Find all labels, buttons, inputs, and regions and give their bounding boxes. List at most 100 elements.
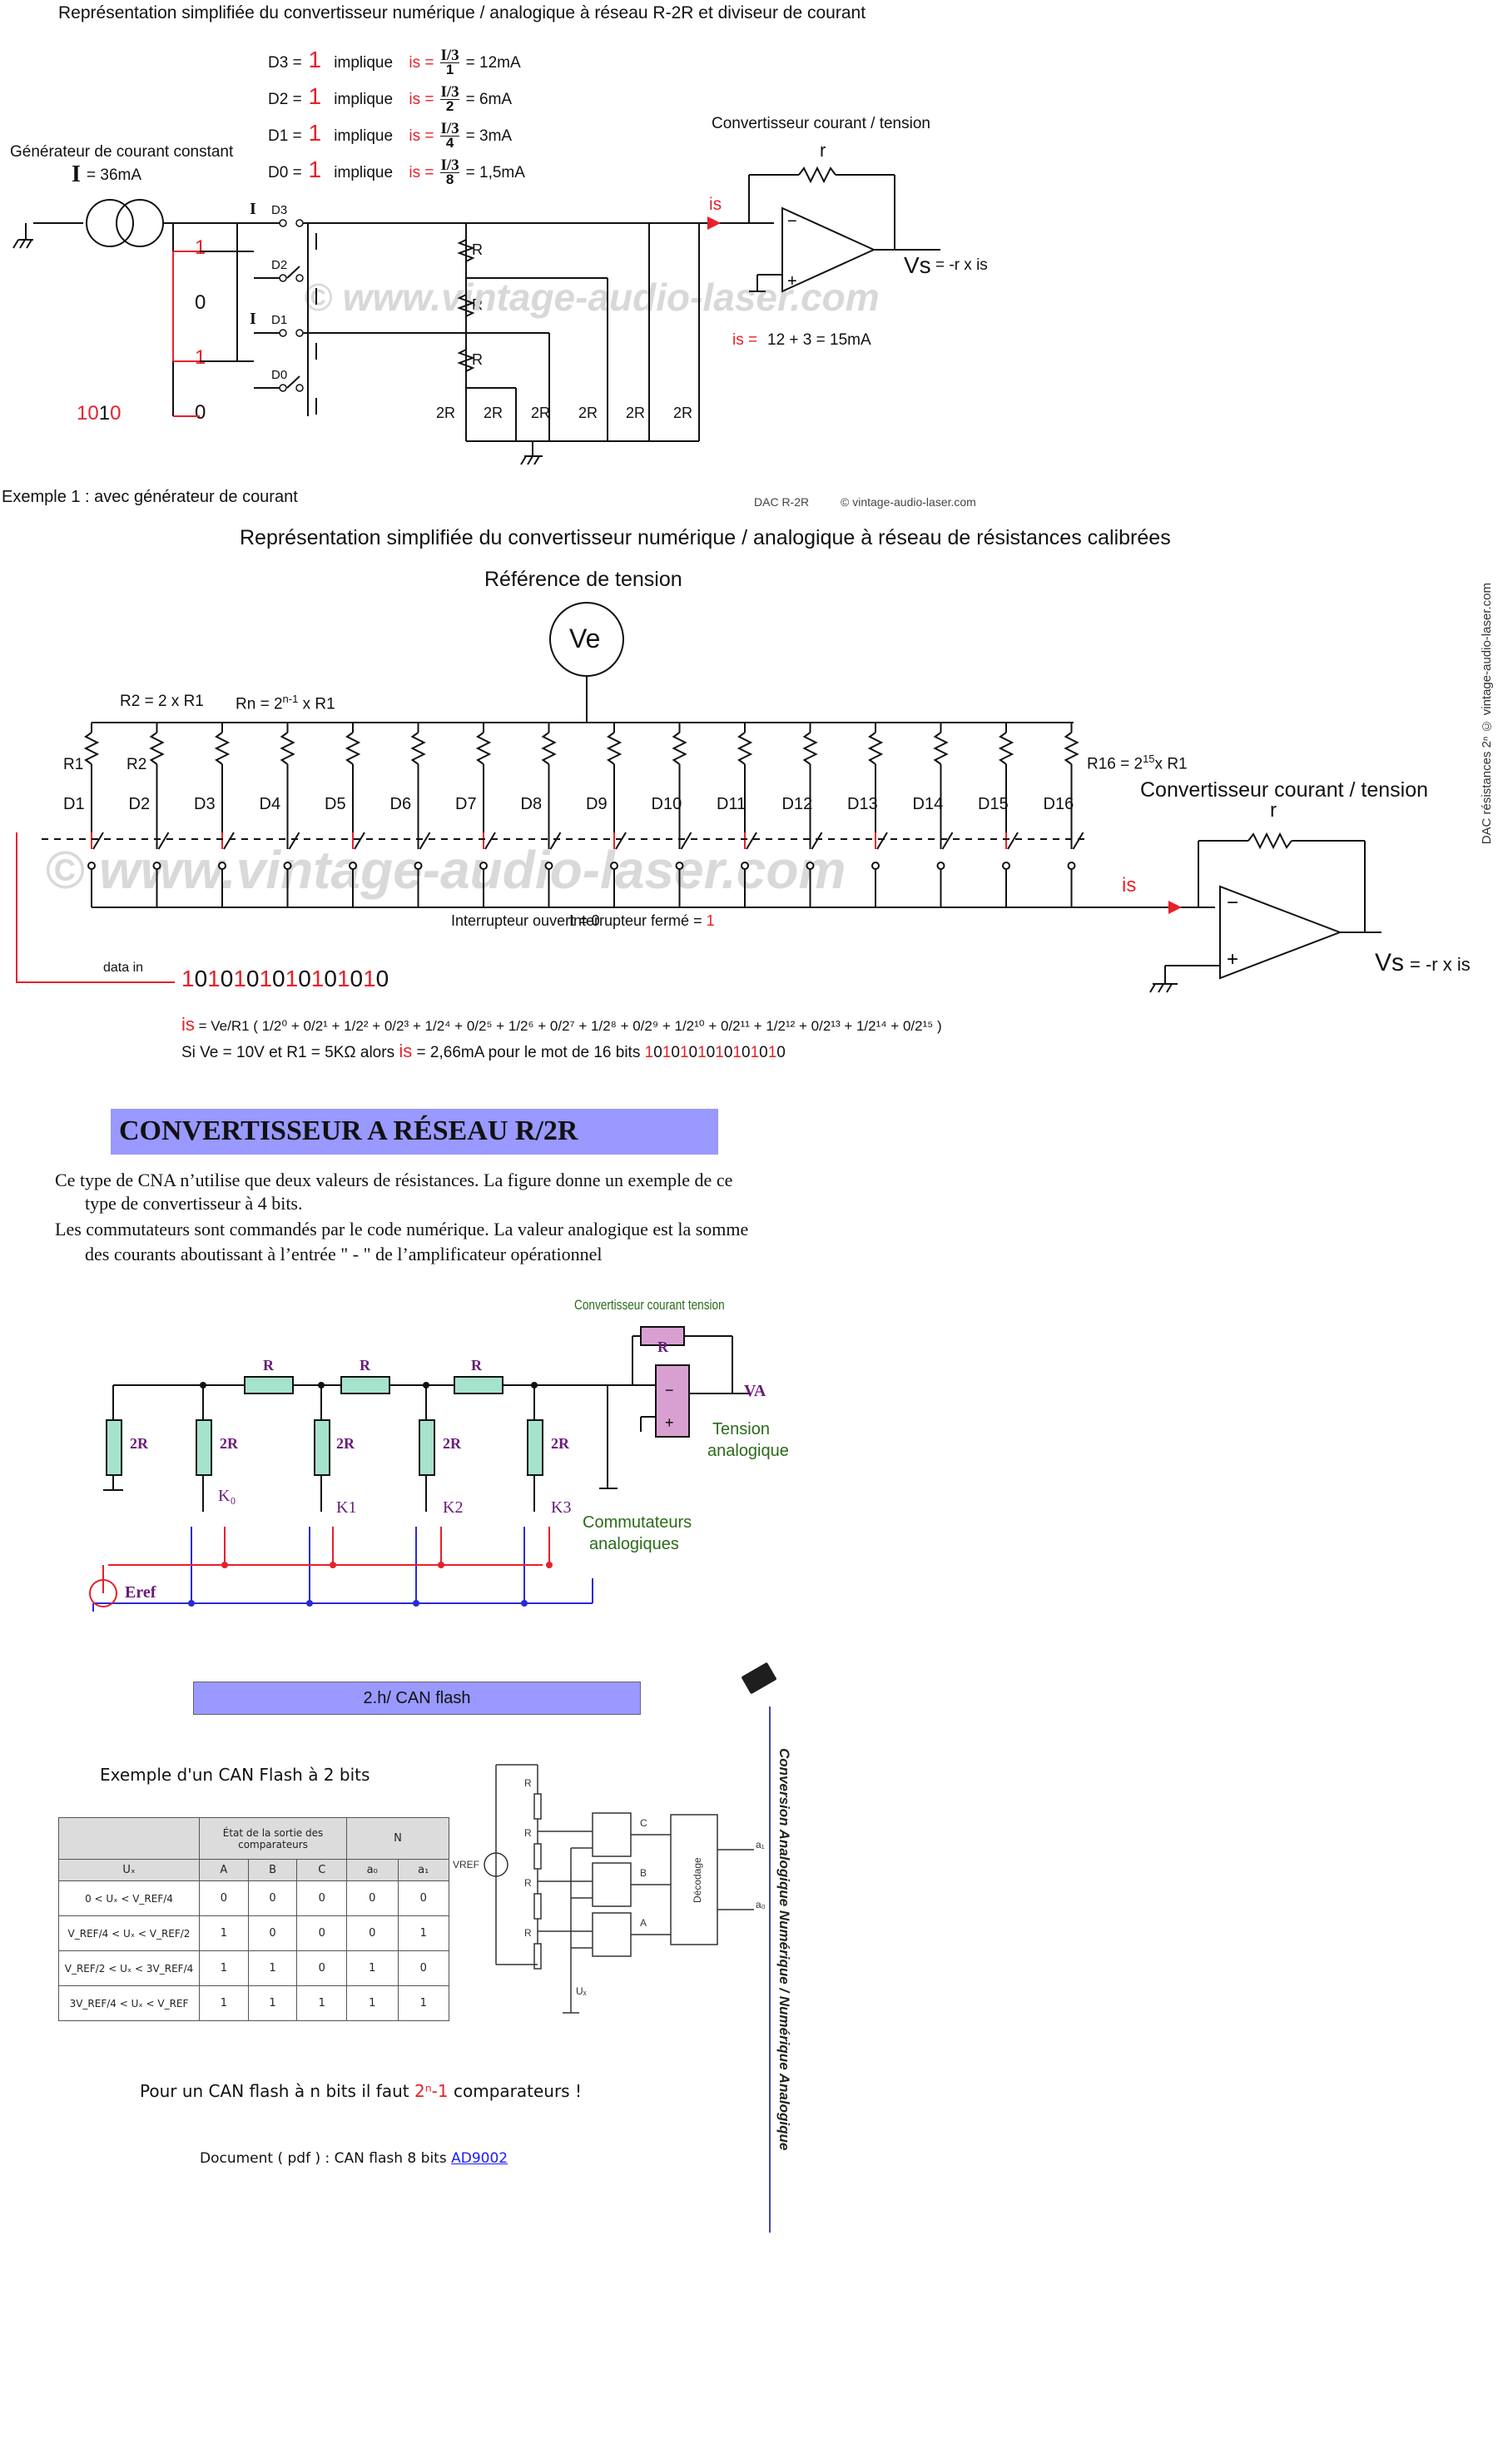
table-col-c: C (296, 1859, 347, 1881)
voltage-reference-label: Référence de tension (484, 568, 682, 591)
table-col-b: B (247, 1859, 298, 1881)
r1-label: R1 (63, 756, 84, 773)
code-digit: 1 (363, 966, 376, 991)
eq-is: is = (404, 127, 434, 145)
r16-label-tail: x R1 (1154, 755, 1188, 773)
resistor-zigzag (410, 732, 426, 765)
adc-vref: VREF (453, 1859, 479, 1870)
switch-blade (1072, 832, 1084, 850)
switch-label-d8: D8 (520, 795, 543, 813)
switch-contact (675, 862, 684, 870)
can-flash-bar: 2.h/ CAN flash (193, 1682, 641, 1715)
eq-fraction-numerator: I/3 (440, 83, 459, 102)
table-cell-ux: 3V_REF/4 < Uₓ < V_REF (58, 1985, 200, 2021)
r2-rule: R2 = 2 x R1 (120, 693, 204, 710)
code-digit: 1 (767, 1044, 777, 1061)
table-cell: 0 (296, 1880, 347, 1916)
eq-is: is = (404, 54, 434, 72)
resistor-zigzag (998, 732, 1014, 765)
paragraph-2b: des courants aboutissant à l’entrée " - … (85, 1244, 603, 1264)
switch-k3: K3 (551, 1498, 572, 1517)
switch-blade (876, 832, 888, 850)
table-cell-ux: 0 < Uₓ < V_REF/4 (58, 1880, 200, 1916)
table-cell: 0 (247, 1880, 298, 1916)
table-col-a0: a₀ (346, 1859, 399, 1881)
resistor-zigzag (1064, 732, 1079, 765)
resistor-zigzag (606, 732, 623, 765)
credit-dac-r2r: DAC R-2R (754, 495, 810, 509)
ad9002-link[interactable]: AD9002 (451, 2150, 508, 2167)
current-i-label-d3: I (250, 200, 256, 218)
switch-contact (741, 862, 749, 870)
switch-contact (871, 862, 880, 870)
eq-bit-name: D0 = (268, 164, 302, 181)
generator-current-symbol: I (72, 161, 81, 187)
code-digit: 1 (644, 1044, 654, 1061)
is-formula-symbol: is (181, 1014, 195, 1035)
code-digit: 0 (688, 1044, 698, 1061)
resistor-2r-6: 2R (673, 405, 693, 421)
switch-contact (414, 862, 423, 870)
code-digit: 1 (336, 966, 350, 991)
eq-implique: implique (330, 127, 394, 145)
eq-value: = 12mA (465, 54, 521, 72)
eq-fraction-denominator: 4 (445, 135, 454, 152)
eref-label: Eref (125, 1583, 156, 1602)
table-cell-ux: V_REF/4 < Uₓ < V_REF/2 (58, 1915, 200, 1951)
table-cell: 1 (199, 1950, 249, 1986)
code-1010-part-c: 0 (110, 402, 122, 425)
switch-blade (680, 832, 692, 850)
resistor-zigzag (83, 732, 100, 765)
table-cell: 1 (397, 1915, 449, 1951)
flash-rule-b: 2ⁿ-1 (414, 2081, 449, 2101)
table-cell: 0 (397, 1880, 449, 1916)
code-digit: 1 (679, 1044, 689, 1061)
switch-blade (615, 832, 627, 850)
table-cell: 0 (296, 1915, 347, 1951)
code-digit: 1 (750, 1044, 760, 1061)
code-digit: 1 (662, 1044, 672, 1061)
switch-label-d7: D7 (455, 795, 477, 813)
table-cell-ux: V_REF/2 < Uₓ < 3V_REF/4 (58, 1950, 200, 1986)
switch-label-d13: D13 (847, 795, 878, 813)
code-digit: 0 (246, 966, 260, 991)
eq-fraction-denominator: 1 (445, 62, 454, 78)
switch-label-d14: D14 (912, 795, 944, 813)
resistor-zigzag (345, 732, 361, 765)
code-digit: 0 (220, 966, 234, 991)
r2r-heading: CONVERTISSEUR A RÉSEAU R/2R (119, 1115, 578, 1146)
eq-fraction-numerator: I/3 (440, 120, 459, 138)
switch-contact (349, 862, 357, 870)
code-digit: 1 (285, 966, 299, 991)
switch-blade (354, 832, 365, 850)
data-in-label: data in (103, 961, 144, 975)
example-2-is: is (399, 1041, 413, 1061)
open-switch-note: Interrupteur ouvert = 0 (451, 912, 600, 929)
is-formula-expression: = Ve/R1 ( 1/2⁰ + 0/2¹ + 1/2² + 0/2³ + 1/… (198, 1018, 942, 1034)
switch-blade (549, 832, 562, 850)
eq-fraction-denominator: 2 (445, 98, 454, 115)
svg-text:+: + (665, 1414, 674, 1431)
eq-bit-value: 1 (301, 83, 322, 109)
switch-label-d2: D2 (128, 795, 151, 813)
converter-label-2: Convertisseur courant / tension (1140, 778, 1429, 802)
switch-contact (87, 862, 96, 870)
r2r-heading-bar: CONVERTISSEUR A RÉSEAU R/2R (111, 1109, 718, 1155)
code-1010-part-a: 10 (77, 402, 99, 425)
switch-blade (746, 832, 757, 850)
switch-contact (479, 862, 488, 870)
switch-k2: K2 (443, 1498, 464, 1517)
paragraph-1a: Ce type de CNA n’utilise que deux valeur… (55, 1170, 733, 1190)
vs-formula-1: = -r x is (935, 256, 988, 274)
switch-contact (936, 862, 945, 870)
table-cell: 1 (247, 1950, 298, 1986)
table-cell: 1 (199, 1915, 249, 1951)
switch-label-d1: D1 (63, 795, 85, 813)
resistor-2r-1: 2R (436, 405, 456, 421)
switch-label-d3: D3 (271, 203, 288, 217)
adc-ux: Uₓ (576, 1985, 587, 1997)
example-1-caption: Exemple 1 : avec générateur de courant (2, 488, 298, 506)
